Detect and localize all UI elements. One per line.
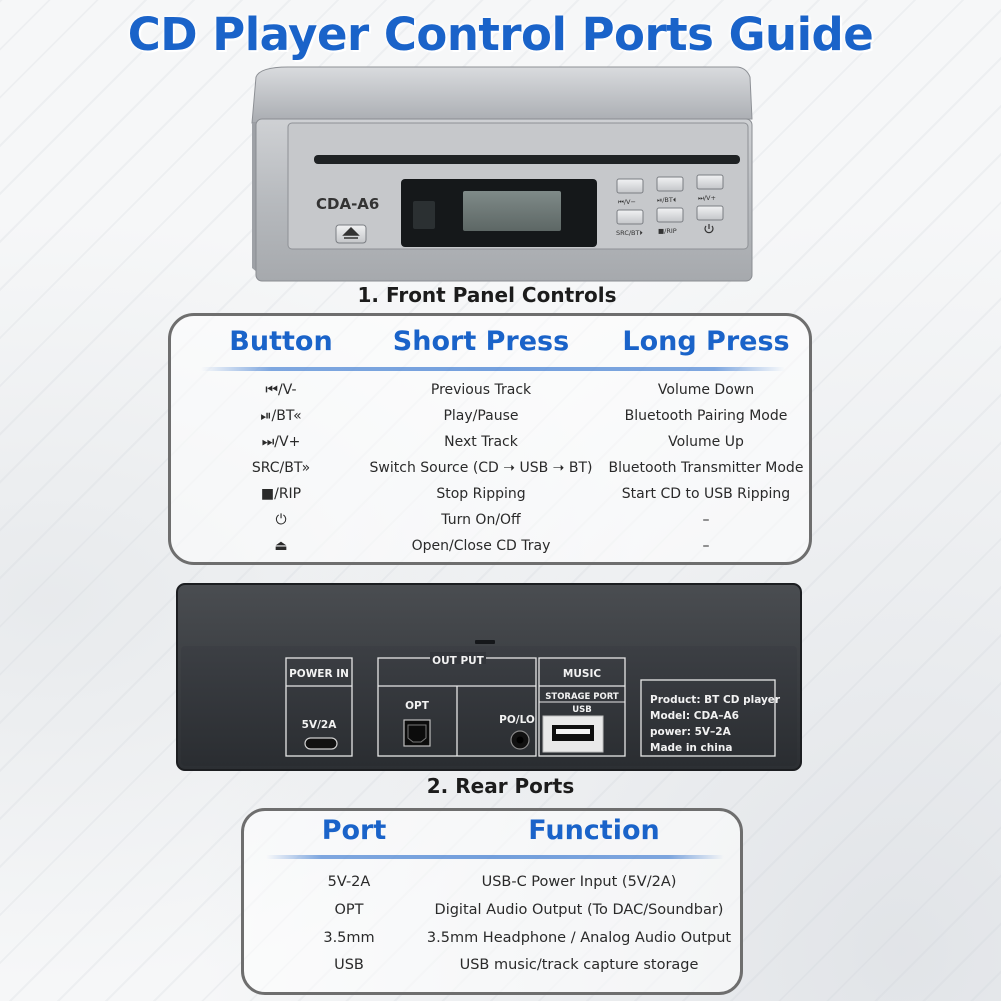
long-press-cell: Volume Down	[657, 382, 755, 398]
long-press-cell: Bluetooth Pairing Mode	[624, 408, 788, 424]
short-press-cell: Open/Close CD Tray	[411, 538, 551, 554]
front-panel-section-title: 1. Front Panel Controls	[357, 283, 617, 307]
opt-label: OPT	[405, 700, 430, 712]
model-label: CDA-A6	[316, 195, 379, 213]
rip-button[interactable]	[656, 207, 684, 223]
eject-icon: ⏏	[274, 538, 288, 554]
cd-player-front-illustration: CDA-A6 ⏮/V− ⏯/BT⏴ ⏭/V+ SRC/BT⏵ ■/RIP	[251, 66, 753, 282]
power-in-label: POWER IN	[289, 668, 349, 680]
front-controls-table: Button Short Press Long Press ⏮/V- Previ…	[168, 313, 812, 565]
long-press-cell: Start CD to USB Ripping	[621, 486, 791, 502]
port-column-header: Port	[321, 815, 387, 846]
header-divider	[201, 367, 785, 371]
table-row: ⏯/BT« Play/Pause Bluetooth Pairing Mode	[171, 408, 815, 434]
header-divider	[266, 855, 724, 859]
output-label: OUT PUT	[432, 655, 484, 667]
button-cell: ■/RIP	[260, 486, 302, 502]
table-row: ■/RIP Stop Ripping Start CD to USB Rippi…	[171, 486, 815, 512]
function-column-header: Function	[528, 815, 660, 846]
page-title: CD Player Control Ports Guide	[127, 8, 874, 61]
short-press-cell: Stop Ripping	[436, 486, 526, 502]
po-lo-label: PO/LO	[499, 714, 535, 726]
port-cell: OPT	[334, 902, 364, 918]
button-cell: ⏭/V+	[261, 434, 301, 450]
play-pause-button[interactable]	[656, 176, 684, 192]
rear-ports-table: Port Function 5V-2A USB-C Power Input (5…	[241, 808, 743, 995]
port-cell: USB	[334, 957, 364, 973]
prev-button[interactable]	[616, 178, 644, 194]
power-label-line: power: 5V–2A	[650, 726, 732, 738]
table-row: 3.5mm 3.5mm Headphone / Analog Audio Out…	[244, 930, 746, 956]
power-button[interactable]	[696, 205, 724, 221]
power-rating-label: 5V/2A	[302, 719, 338, 731]
storage-port-label: STORAGE PORT	[545, 692, 619, 702]
short-press-cell: Turn On/Off	[441, 512, 521, 528]
play-button-label: ⏯/BT⏴	[657, 196, 676, 204]
power-icon	[704, 224, 714, 234]
next-button-label: ⏭/V+	[698, 194, 716, 202]
table-row: ⏭/V+ Next Track Volume Up	[171, 434, 815, 460]
short-press-column-header: Short Press	[392, 326, 570, 357]
prev-button-label: ⏮/V−	[618, 198, 636, 206]
table-row: ⏏ Open/Close CD Tray –	[171, 538, 815, 564]
function-cell: 3.5mm Headphone / Analog Audio Output	[426, 930, 732, 946]
button-cell: SRC/BT»	[251, 460, 311, 476]
long-press-cell: Bluetooth Transmitter Mode	[608, 460, 804, 476]
usb-c-port	[304, 737, 338, 750]
music-label: MUSIC	[563, 668, 601, 680]
long-press-column-header: Long Press	[622, 326, 790, 357]
model-label-line: Model: CDA–A6	[650, 710, 739, 722]
rear-ports-section-title: 2. Rear Ports	[426, 774, 575, 798]
button-cell: ⏯/BT«	[260, 408, 302, 424]
port-cell: 3.5mm	[323, 930, 375, 946]
source-button[interactable]	[616, 209, 644, 225]
cd-player-rear-illustration: POWER IN 5V/2A OUT PUT OPT PO/LO MUSIC S…	[176, 583, 802, 771]
long-press-cell: –	[702, 538, 710, 554]
long-press-cell: –	[702, 512, 710, 528]
port-cell: 5V-2A	[327, 874, 371, 890]
source-button-label: SRC/BT⏵	[616, 229, 643, 237]
table-row: 5V-2A USB-C Power Input (5V/2A)	[244, 874, 746, 900]
usb-label: USB	[572, 705, 592, 715]
origin-label-line: Made in china	[650, 742, 732, 754]
table-row: SRC/BT» Switch Source (CD ➝ USB ➝ BT) Bl…	[171, 460, 815, 486]
table-row: OPT Digital Audio Output (To DAC/Soundba…	[244, 902, 746, 928]
function-cell: USB-C Power Input (5V/2A)	[481, 874, 677, 890]
table-row: ⏻ Turn On/Off –	[171, 512, 815, 538]
button-column-header: Button	[229, 326, 333, 357]
product-label-line: Product: BT CD player	[650, 694, 781, 706]
table-row: USB USB music/track capture storage	[244, 957, 746, 983]
short-press-cell: Switch Source (CD ➝ USB ➝ BT)	[369, 460, 593, 476]
short-press-cell: Play/Pause	[443, 408, 519, 424]
button-cell: ⏮/V-	[265, 382, 297, 398]
table-row: ⏮/V- Previous Track Volume Down	[171, 382, 815, 408]
next-button[interactable]	[696, 174, 724, 190]
function-cell: USB music/track capture storage	[459, 957, 699, 973]
function-cell: Digital Audio Output (To DAC/Soundbar)	[434, 902, 724, 918]
power-icon: ⏻	[275, 512, 287, 528]
long-press-cell: Volume Up	[668, 434, 744, 450]
short-press-cell: Previous Track	[430, 382, 532, 398]
rip-button-label: ■/RIP	[658, 227, 677, 235]
short-press-cell: Next Track	[444, 434, 518, 450]
